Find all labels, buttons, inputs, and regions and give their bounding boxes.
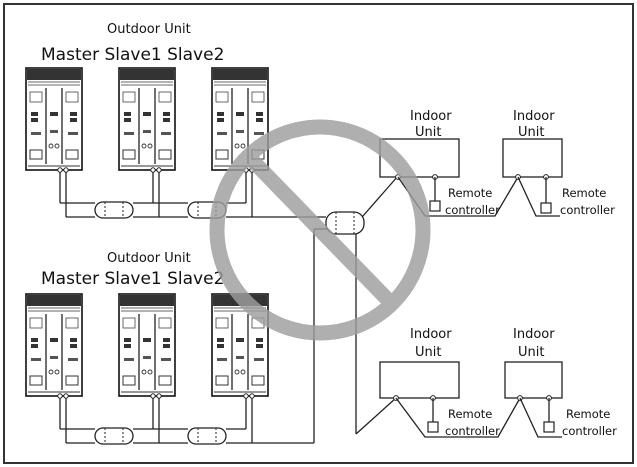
indoor-unit-4-line2: Unit [518,345,544,360]
indoor-unit-2-line2: Unit [518,125,544,140]
wiring-group-2 [57,393,255,445]
remote-controller-icon [427,421,439,433]
indoor-unit-2: Indoor Unit Remote controller [502,109,615,217]
indoor-unit-3-line2: Unit [415,345,441,360]
remote-controller-icon [540,202,552,214]
prohibited-icon [209,119,431,341]
outdoor-unit-master-1 [25,67,83,171]
outdoor-unit-slave1-2 [118,293,176,397]
outdoor-group-2-units: Master Slave1 Slave2 [41,269,224,289]
outdoor-group-2-title: Outdoor Unit [107,251,191,266]
wiring-group-1 [57,167,326,219]
outdoor-group-1-units: Master Slave1 Slave2 [41,45,224,65]
remote-controller-icon [429,200,441,212]
indoor-unit-2-line1: Indoor [513,109,555,124]
indoor-unit-4-remote-line2: controller [562,424,617,438]
indoor-unit-2-remote-line1: Remote [562,186,606,200]
indoor-unit-1-remote-line1: Remote [448,186,492,200]
indoor-unit-3-line1: Indoor [410,327,452,342]
indoor-unit-1-remote-line2: controller [445,203,500,217]
indoor-unit-3: Indoor Unit Remote controller [379,327,521,438]
outdoor-unit-master-2 [25,293,83,397]
outdoor-unit-slave1-1 [118,67,176,171]
outdoor-group-1-title: Outdoor Unit [107,22,191,37]
indoor-unit-1-line1: Indoor [410,109,452,124]
indoor-unit-3-remote-line1: Remote [448,407,492,421]
indoor-unit-3-remote-line2: controller [445,424,500,438]
indoor-unit-2-remote-line2: controller [560,203,615,217]
indoor-unit-1-line2: Unit [415,125,441,140]
indoor-unit-4: Indoor Unit Remote controller [504,327,617,438]
indoor-unit-4-line1: Indoor [513,327,555,342]
indoor-unit-4-remote-line1: Remote [566,407,610,421]
remote-controller-icon [543,421,555,433]
